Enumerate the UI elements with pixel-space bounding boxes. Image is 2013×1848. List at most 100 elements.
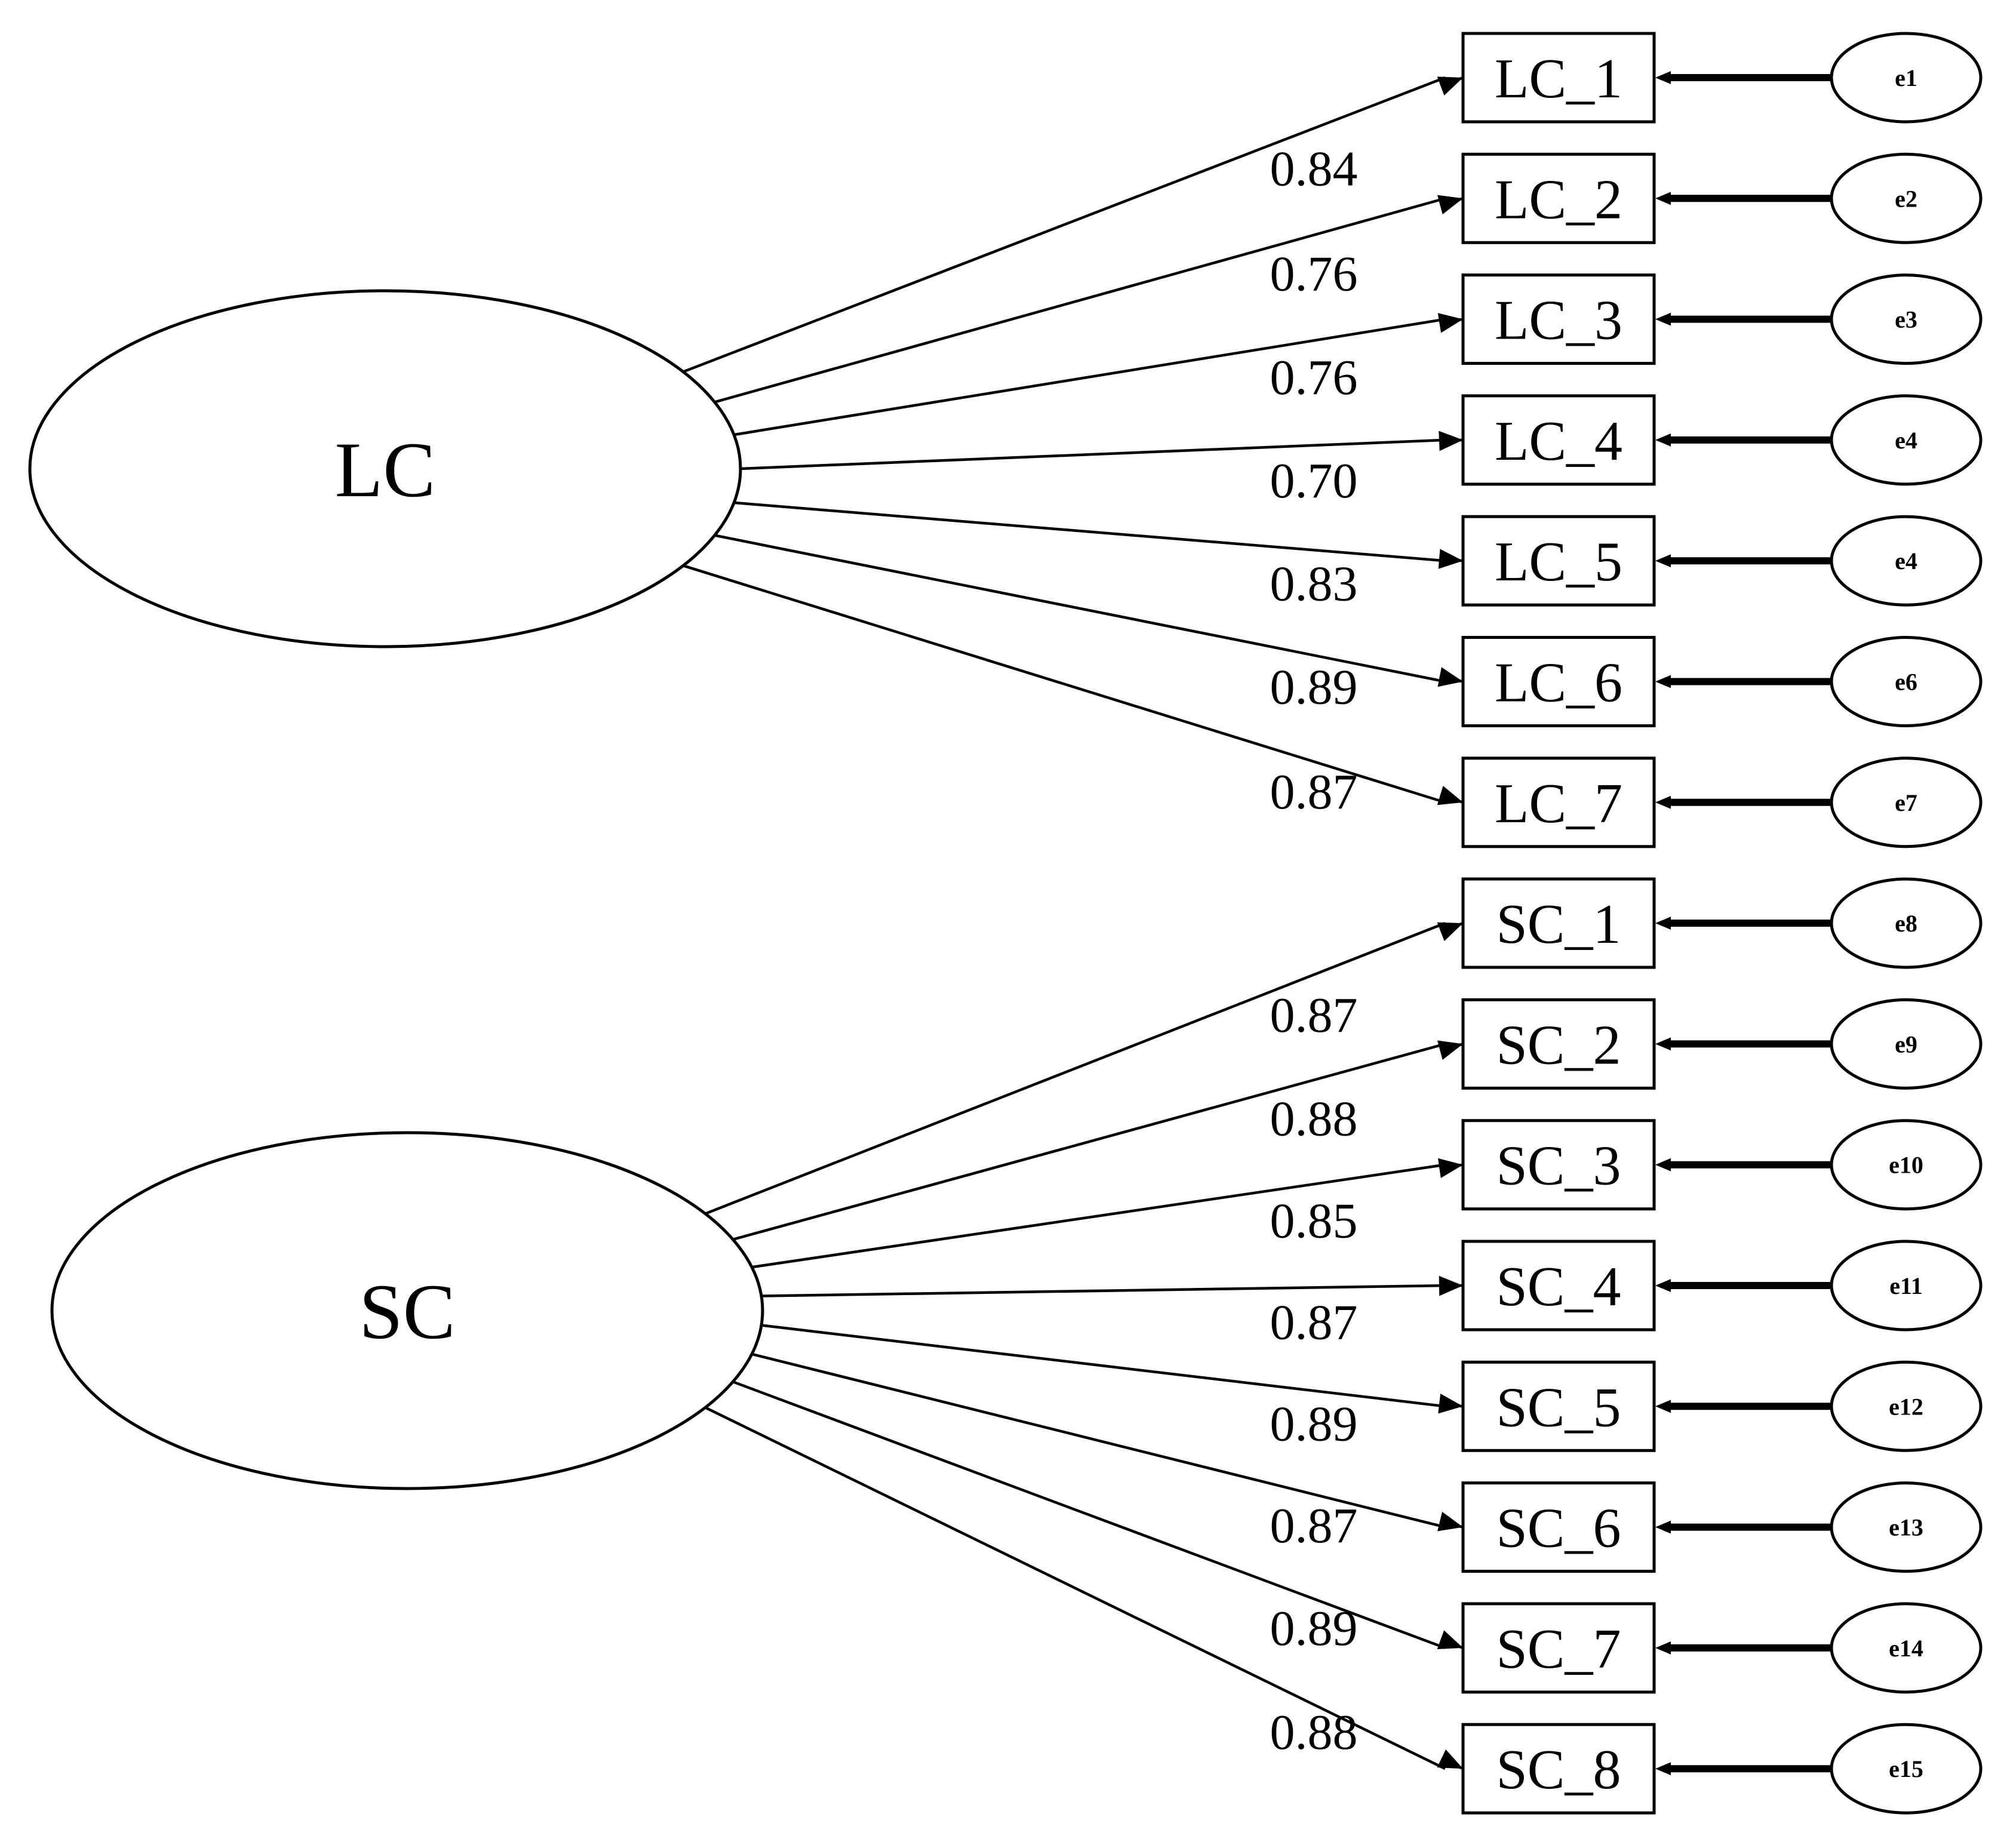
loading-value: 0.70 [1270, 453, 1358, 509]
error-arrowhead [1655, 71, 1671, 84]
indicator-box [1461, 1360, 1656, 1452]
indicator-label: SC_6 [1496, 1498, 1621, 1560]
indicator-label: LC_2 [1495, 168, 1622, 230]
indicator-label: SC_5 [1496, 1376, 1621, 1438]
error-term-label: e7 [1895, 789, 1917, 816]
error-term-label: e6 [1895, 669, 1917, 696]
indicator-box [1461, 998, 1656, 1090]
indicator-box [1461, 1602, 1656, 1694]
loading-arrowhead [1437, 1749, 1463, 1769]
error-term-label: e12 [1889, 1393, 1923, 1420]
loading-value: 0.85 [1270, 1194, 1358, 1249]
error-arrowhead [1655, 433, 1671, 447]
error-term-label: e2 [1895, 185, 1917, 212]
indicator-label: SC_4 [1496, 1256, 1621, 1318]
error-term [1830, 757, 1983, 848]
error-term-label: e1 [1895, 64, 1917, 91]
loading-arrowhead [1438, 549, 1463, 569]
indicator-label: SC_7 [1496, 1618, 1621, 1680]
loading-path [732, 1043, 1446, 1241]
error-term-label: e3 [1895, 306, 1917, 333]
error-term [1830, 152, 1983, 244]
loading-path [714, 534, 1446, 683]
indicator-label: SC_1 [1496, 893, 1621, 955]
indicator-label: LC_6 [1495, 652, 1622, 714]
indicator-box [1461, 1119, 1656, 1211]
error-term [1830, 1602, 1983, 1694]
loading-path [740, 438, 1446, 471]
loading-arrowhead [1439, 1275, 1463, 1296]
error-term [1830, 1481, 1983, 1573]
error-arrowhead [1655, 192, 1671, 205]
loading-value: 0.88 [1270, 1705, 1358, 1760]
error-term [1830, 32, 1983, 124]
indicator-box [1461, 757, 1656, 848]
error-term [1830, 273, 1983, 365]
error-term [1830, 1723, 1983, 1815]
error-term-label: e14 [1889, 1635, 1923, 1662]
loading-arrowhead [1437, 1511, 1463, 1532]
indicator-label: LC_4 [1495, 410, 1622, 472]
latent-factor-label: SC [359, 1268, 455, 1355]
indicator-label: LC_3 [1495, 290, 1622, 352]
loading-arrowhead [1437, 922, 1463, 942]
indicator-box [1461, 636, 1656, 727]
loading-path [732, 1380, 1446, 1650]
loading-arrowhead [1437, 667, 1463, 687]
error-term-label: e4 [1895, 427, 1917, 454]
loading-value: 0.87 [1270, 1498, 1358, 1554]
error-term [1830, 636, 1983, 727]
loading-path [714, 197, 1446, 404]
error-term-label: e13 [1889, 1514, 1923, 1541]
loading-value: 0.87 [1270, 988, 1358, 1043]
loading-path [751, 1163, 1446, 1269]
loading-path [751, 1352, 1446, 1529]
error-term-label: e9 [1895, 1031, 1917, 1057]
shapes-layer [28, 32, 1983, 1815]
error-arrowhead [1655, 1762, 1671, 1776]
loading-arrowhead [1438, 1394, 1463, 1414]
error-arrowhead [1655, 675, 1671, 688]
error-arrowhead [1655, 1400, 1671, 1413]
error-arrowhead [1655, 917, 1671, 930]
loading-value: 0.76 [1270, 350, 1358, 405]
loading-path [705, 1406, 1446, 1770]
error-term-label: e4 [1895, 548, 1917, 574]
error-arrowhead [1655, 554, 1671, 568]
error-term [1830, 1240, 1983, 1332]
error-term-label: e11 [1889, 1272, 1923, 1299]
loading-arrowhead [1437, 1630, 1463, 1649]
error-term-label: e10 [1889, 1152, 1923, 1179]
loading-arrowhead [1437, 313, 1463, 333]
indicator-label: LC_7 [1495, 773, 1622, 835]
indicator-box [1461, 152, 1656, 244]
indicator-box [1461, 1481, 1656, 1573]
indicator-label: SC_3 [1496, 1135, 1621, 1197]
error-term [1830, 998, 1983, 1090]
loading-value: 0.84 [1270, 141, 1358, 196]
latent-factor-label: LC [335, 426, 436, 513]
loading-arrowhead [1439, 431, 1463, 451]
error-term [1830, 1360, 1983, 1452]
loading-path [761, 1324, 1446, 1408]
loading-arrowhead [1437, 195, 1463, 215]
indicator-box [1461, 1240, 1656, 1332]
indicator-box [1461, 1723, 1656, 1815]
loading-arrowhead [1438, 1158, 1463, 1179]
error-arrowhead [1655, 1279, 1671, 1292]
loading-value: 0.89 [1270, 1396, 1358, 1452]
loading-arrowhead [1437, 1040, 1463, 1060]
error-arrowhead [1655, 312, 1671, 326]
indicator-box [1461, 273, 1656, 365]
indicator-box [1461, 32, 1656, 124]
error-term [1830, 515, 1983, 607]
latent-factor-sc [50, 1131, 764, 1490]
error-term [1830, 1119, 1983, 1211]
indicator-box [1461, 394, 1656, 486]
loading-path [683, 564, 1446, 804]
error-arrowhead [1655, 1037, 1671, 1051]
error-arrowhead [1655, 795, 1671, 809]
loading-arrowhead [1437, 76, 1463, 96]
loading-value: 0.89 [1270, 1601, 1358, 1656]
